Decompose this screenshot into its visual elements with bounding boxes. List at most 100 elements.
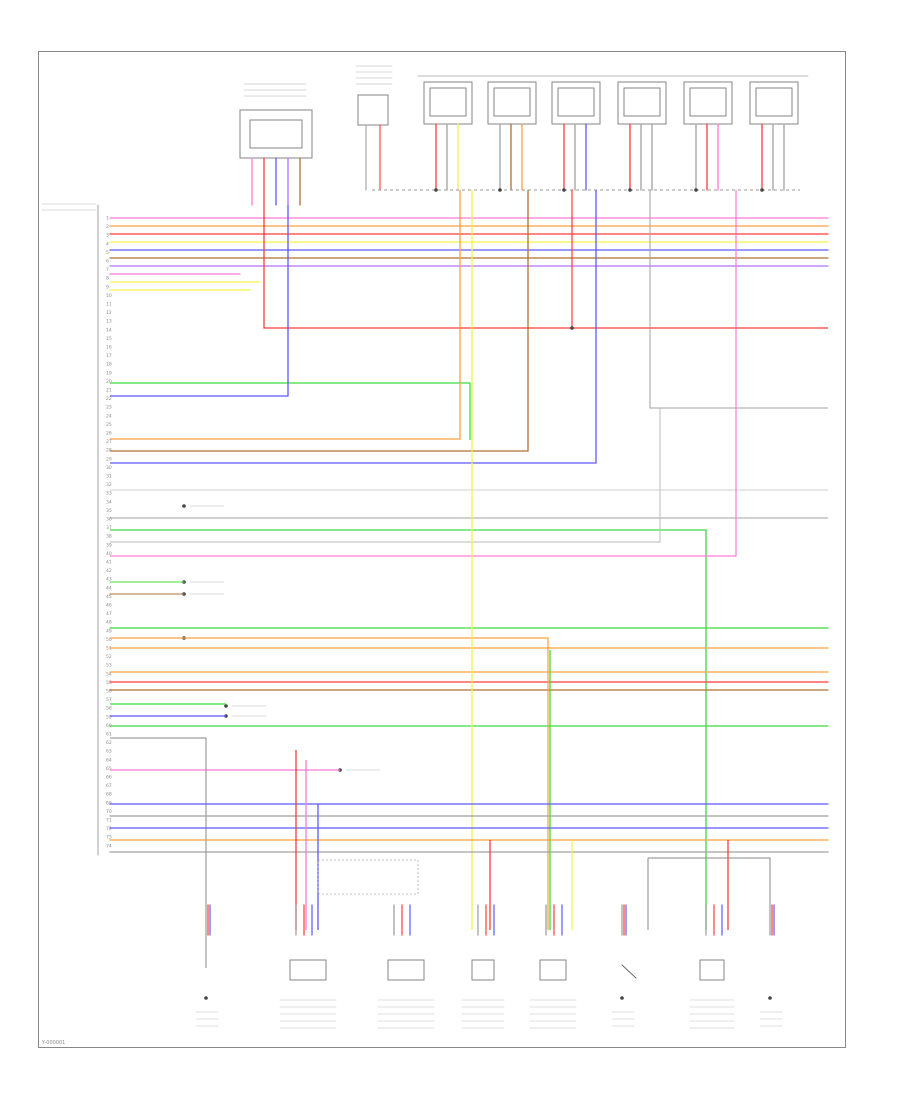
- ecm-pin-35: 35: [106, 508, 112, 514]
- ecm-pin-73: 73: [106, 835, 112, 841]
- ecm-pin-61: 61: [106, 732, 112, 738]
- ignition-coil-5-inner: [689, 87, 727, 117]
- sensor-component-1: [289, 959, 327, 981]
- ecm-pin-38: 38: [106, 534, 112, 540]
- coil-bus-splice-4: [694, 188, 698, 192]
- ecm-pin-39: 39: [106, 542, 112, 548]
- red-splice: [570, 326, 574, 330]
- ecm-pin-67: 67: [106, 783, 112, 789]
- ecm-pin-36: 36: [106, 517, 112, 523]
- ecm-pin-32: 32: [106, 482, 112, 488]
- ground-g105-dot: [768, 996, 772, 1000]
- ecm-pin-3: 3: [106, 233, 109, 239]
- ecm-pin-50: 50: [106, 637, 112, 643]
- ecm-pin-53: 53: [106, 663, 112, 669]
- ecm-pin-2: 2: [106, 224, 109, 230]
- ecm-pin-63: 63: [106, 749, 112, 755]
- wire-blue-1: [110, 205, 289, 397]
- ecm-pin-60: 60: [106, 723, 112, 729]
- ecm-pin-20: 20: [106, 379, 112, 385]
- ecm-pin-11: 11: [106, 302, 112, 308]
- ecm-pin-18: 18: [106, 362, 112, 368]
- ecm-pin-46: 46: [106, 603, 112, 609]
- ecm-pin-13: 13: [106, 319, 112, 325]
- ecm-pin-65: 65: [106, 766, 112, 772]
- ignition-coil-1-inner: [429, 87, 467, 117]
- ecm-pin-37: 37: [106, 525, 112, 531]
- ecm-pin-57: 57: [106, 697, 112, 703]
- ecm-pin-51: 51: [106, 646, 112, 652]
- ecm-pin-22: 22: [106, 396, 112, 402]
- ecm-pin-9: 9: [106, 284, 109, 290]
- ecm-pin-15: 15: [106, 336, 112, 342]
- wire-ground-1: [110, 737, 207, 968]
- ecm-pin-47: 47: [106, 611, 112, 617]
- ecm-pin-62: 62: [106, 740, 112, 746]
- ecm-pin-64: 64: [106, 757, 112, 763]
- ecm-pin-55: 55: [106, 680, 112, 686]
- ecm-pin-66: 66: [106, 775, 112, 781]
- wire-red-main: [263, 205, 828, 329]
- ecm-pin-40: 40: [106, 551, 112, 557]
- ecm-pin-45: 45: [106, 594, 112, 600]
- ecm-pin-74: 74: [106, 843, 112, 849]
- ecm-pin-24: 24: [106, 413, 112, 419]
- ecm-pin-26: 26: [106, 431, 112, 437]
- ecm-pin-28: 28: [106, 448, 112, 454]
- wire-gray-3: [110, 408, 661, 543]
- wire-brown-coil: [110, 190, 529, 452]
- ecm-pin-71: 71: [106, 818, 112, 824]
- wire-green-long: [110, 529, 707, 930]
- ref-arrow-4: [224, 704, 228, 708]
- ecm-pin-68: 68: [106, 792, 112, 798]
- ecm-pin-1: 1: [106, 216, 109, 222]
- ecm-pin-4: 4: [106, 241, 109, 247]
- ecm-pin-27: 27: [106, 439, 112, 445]
- ecm-pin-7: 7: [106, 267, 109, 273]
- ecm-pin-29: 29: [106, 456, 112, 462]
- wire-pink-long: [110, 190, 737, 557]
- ecm-pin-54: 54: [106, 671, 112, 677]
- diagram-frame: [38, 51, 846, 1048]
- ref-arrow-0: [182, 504, 186, 508]
- wire-orange-knock: [110, 637, 549, 930]
- ecm-pin-41: 41: [106, 560, 112, 566]
- switch-symbol: [621, 964, 637, 979]
- ecm-pin-70: 70: [106, 809, 112, 815]
- wire-blue-coil: [110, 190, 597, 464]
- ecm-pin-48: 48: [106, 620, 112, 626]
- ecm-pin-12: 12: [106, 310, 112, 316]
- coil-bus-splice-0: [434, 188, 438, 192]
- ecm-pin-5: 5: [106, 250, 109, 256]
- ecm-pin-16: 16: [106, 345, 112, 351]
- ecm-pin-34: 34: [106, 499, 112, 505]
- ground-g104-dot: [204, 996, 208, 1000]
- oxygen-sensor-1: [471, 959, 495, 981]
- ecm-pin-52: 52: [106, 654, 112, 660]
- ecm-pin-69: 69: [106, 800, 112, 806]
- ecm-pin-44: 44: [106, 585, 112, 591]
- ignition-coil-6-inner: [755, 87, 793, 117]
- ignition-coil-3-inner: [557, 87, 595, 117]
- wire-orange-coil: [110, 190, 461, 440]
- wire-gray-right: [648, 857, 771, 930]
- ecm-pin-8: 8: [106, 276, 109, 282]
- wire-gray-long: [649, 190, 828, 409]
- switch-component-dot: [620, 996, 624, 1000]
- coil-bus-splice-1: [498, 188, 502, 192]
- ecm-pin-49: 49: [106, 628, 112, 634]
- ecm-pin-25: 25: [106, 422, 112, 428]
- ecm-pin-19: 19: [106, 370, 112, 376]
- ecm-pin-56: 56: [106, 689, 112, 695]
- oxygen-sensor-2: [699, 959, 725, 981]
- ecm-pin-21: 21: [106, 388, 112, 394]
- ignition-coil-2-inner: [493, 87, 531, 117]
- figure-id: Y-000001: [42, 1040, 66, 1046]
- ecm-pin-43: 43: [106, 577, 112, 583]
- ecm-pin-17: 17: [106, 353, 112, 359]
- wire-green-1: [110, 382, 471, 440]
- ecm-pin-72: 72: [106, 826, 112, 832]
- ecm-pin-31: 31: [106, 474, 112, 480]
- connector-top-2: [357, 94, 389, 126]
